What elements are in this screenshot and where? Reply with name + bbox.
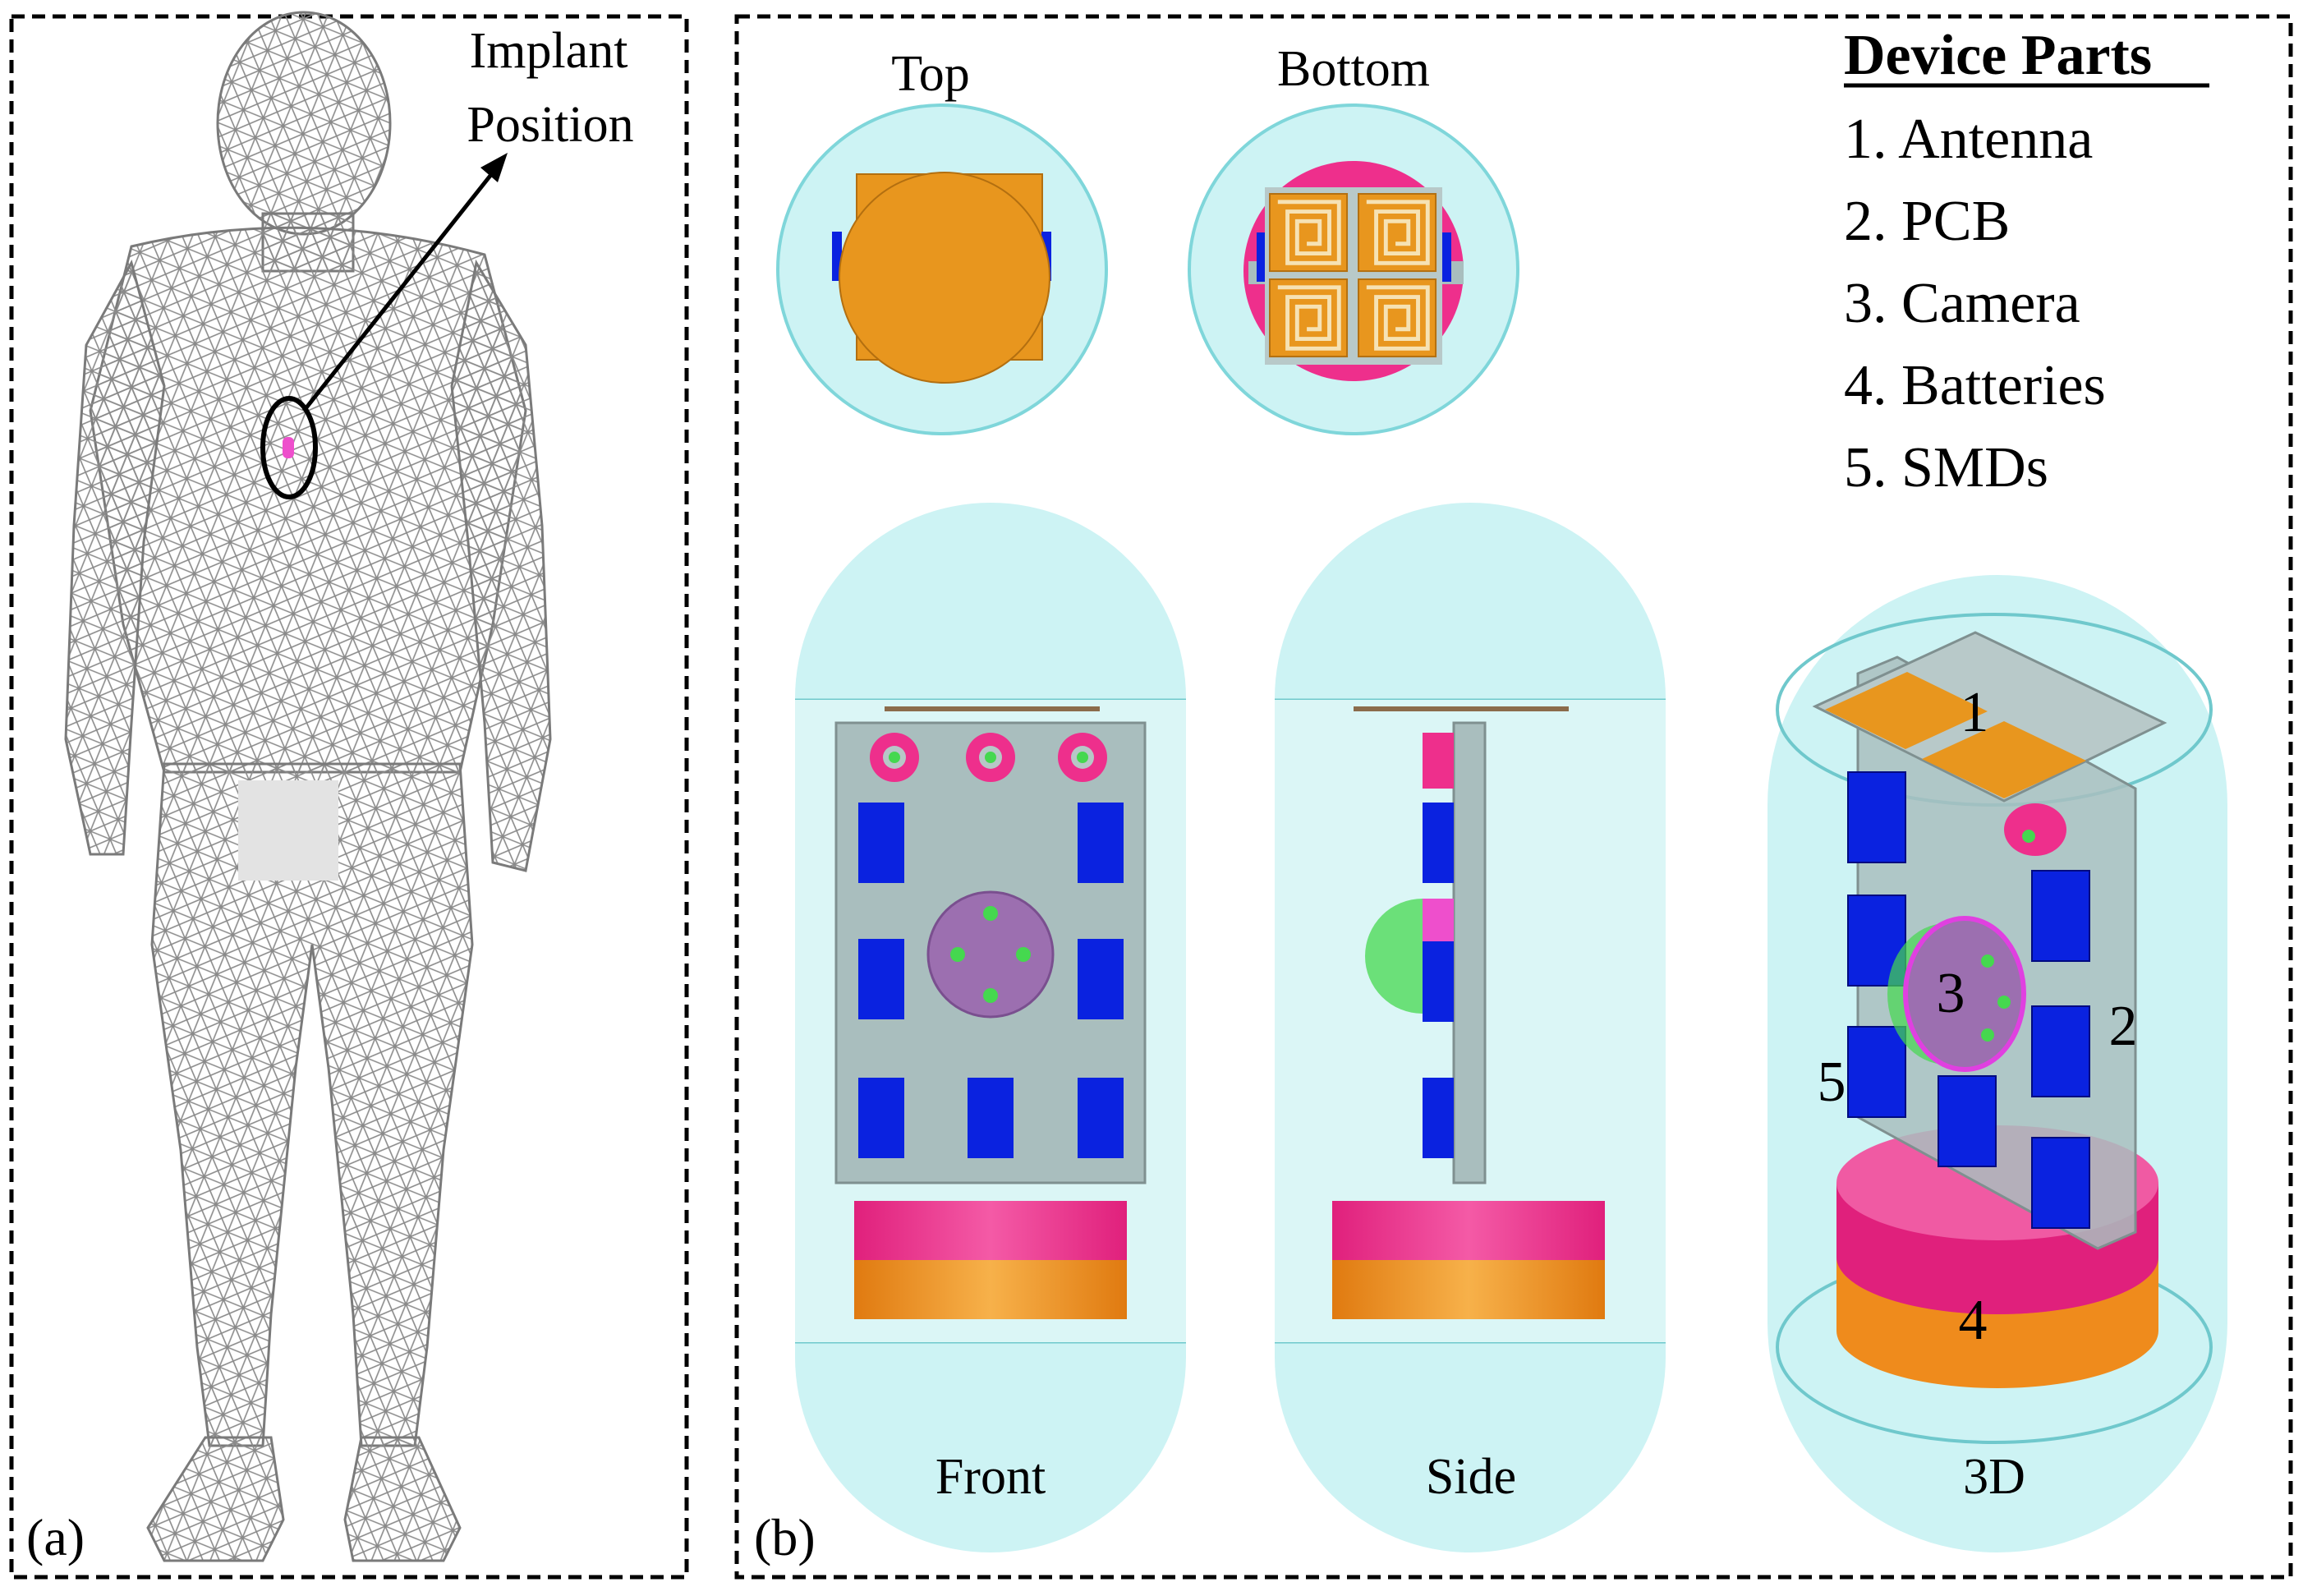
front-battery-magenta xyxy=(854,1201,1127,1260)
front-smd-blocks xyxy=(858,803,1124,1158)
front-view xyxy=(795,503,1186,1552)
implant-position-marker xyxy=(260,396,318,499)
view-label-3d: 3D xyxy=(1963,1449,2025,1505)
panel-b-label: (b) xyxy=(754,1508,816,1566)
legend-title: Device Parts xyxy=(1844,24,2152,87)
implant-arrow-head xyxy=(480,153,508,182)
legend-item-antenna: 1. Antenna xyxy=(1844,108,2093,171)
three-d-view xyxy=(1767,575,2227,1552)
callout-1: 1 xyxy=(1961,681,1989,744)
annotation-implant: Implant xyxy=(470,23,628,79)
callout-4: 4 xyxy=(1959,1289,1988,1352)
legend-item-camera: 3. Camera xyxy=(1844,272,2080,335)
legend-item-batteries: 4. Batteries xyxy=(1844,354,2106,417)
top-view xyxy=(776,103,1108,435)
callout-5: 5 xyxy=(1818,1051,1846,1114)
side-view xyxy=(1275,503,1666,1552)
legend-item-pcb: 2. PCB xyxy=(1844,190,2010,253)
front-battery-orange xyxy=(854,1260,1127,1319)
view-label-front: Front xyxy=(935,1449,1046,1505)
bottom-antenna xyxy=(1265,187,1442,365)
groin-patch xyxy=(238,780,338,881)
top-antenna-disc xyxy=(839,172,1050,384)
view-label-bottom: Bottom xyxy=(1277,41,1430,97)
front-camera xyxy=(926,890,1055,1019)
front-smd-cylinders xyxy=(870,733,1107,782)
side-pcb xyxy=(1452,721,1487,1184)
view-label-top: Top xyxy=(891,46,970,102)
three-d-camera xyxy=(1903,916,2026,1072)
callout-3: 3 xyxy=(1937,962,1965,1025)
human-body-mesh xyxy=(64,11,552,1562)
device-parts-legend: Device Parts 1. Antenna 2. PCB 3. Camera… xyxy=(1844,24,2209,499)
panel-b-frame xyxy=(734,14,2293,1580)
panel-a-frame xyxy=(9,14,689,1580)
implant-capsule xyxy=(283,437,294,458)
panel-a-label: (a) xyxy=(26,1508,85,1566)
view-label-side: Side xyxy=(1426,1449,1516,1505)
side-camera-lens xyxy=(1365,899,1423,1014)
bottom-view xyxy=(1188,103,1519,435)
callout-2: 2 xyxy=(2109,995,2138,1058)
legend-item-smds: 5. SMDs xyxy=(1844,436,2048,499)
implant-arrow xyxy=(302,171,494,412)
annotation-position: Position xyxy=(467,97,633,153)
